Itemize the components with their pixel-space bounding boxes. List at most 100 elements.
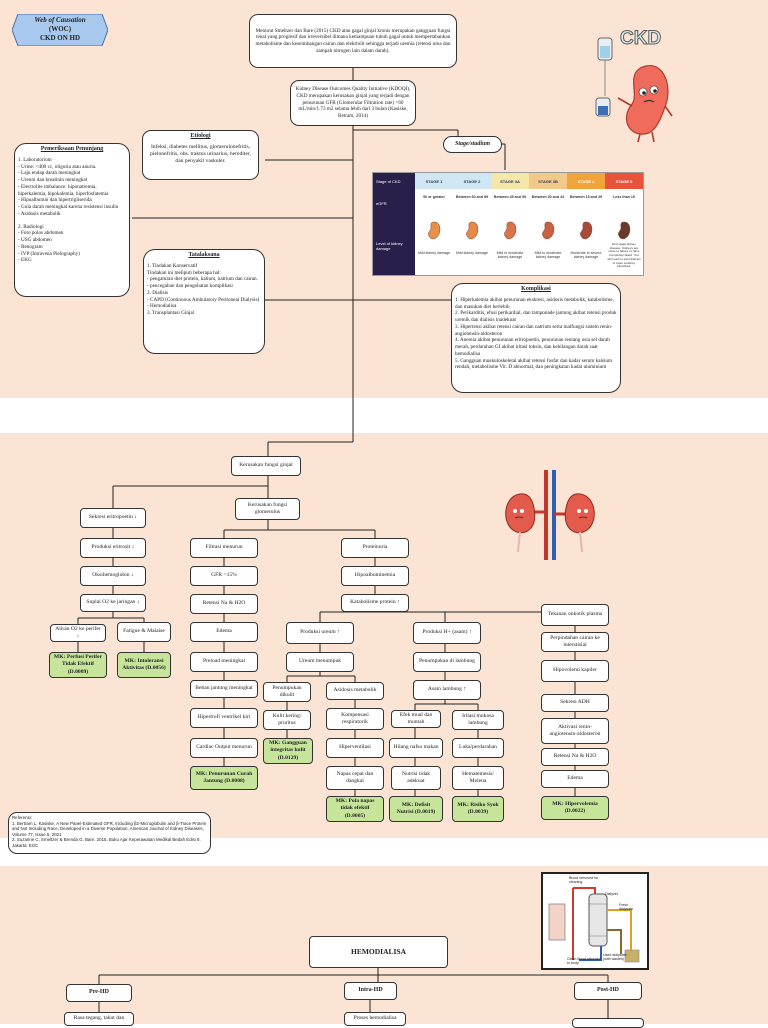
flow-iritasi: Iritasi mukosa lambung [452,710,504,730]
mk-integritas-kulit: MK: Gangguan integritas kulit (D.0129) [263,738,313,764]
flow-edema: Edema [190,622,258,642]
kidneys-vessels-icon [505,470,595,560]
ckd-mascot: CKD [592,26,678,144]
flow-produksi-eritrosit: Produksi eritrosit ↓ [80,538,146,558]
flow-retensi-na: Retensi Na & H2O [190,594,258,614]
stage-damage: End stage kidney disease. Kidneys are cl… [607,242,641,269]
flow-asam-lambung: Asam lambung ↑ [413,680,481,700]
list-item: 1. Bertram L. Kasiske, A New Panel-Estim… [12,820,207,837]
list-item: - Asidosis metabolik [18,210,61,217]
flow-efek-mual: Efek mual dan muntah [391,710,441,728]
stage-header: STAGE 1 [415,173,453,189]
list-item: - Electrolite imbalance: hiponatremia, h… [18,183,109,197]
post-hd-box: Post-HD [574,982,642,1000]
pemeriksaan-box: Pemeriksaan Penunjang 1. Laboratorium- U… [14,143,130,297]
kidney-stage-icon [542,221,555,240]
stage-egfr: Between 60 and 89 [455,195,489,199]
list-item: - Hemodialisa [147,303,177,310]
machine-label-used-dialysate: Used dialysate (with wastes) [603,953,627,961]
post-hd-item [572,1018,644,1028]
flow-filtrasi: Filtrasi menurun [190,538,258,558]
machine-label-fresh-dialysate: Fresh dialysate [619,903,634,911]
stage-header: STAGE 3B [529,173,567,189]
flow-preload: Preload meningkat [190,652,258,672]
flow-beban-jantung: Beban jantung meningkat [190,680,258,698]
kdoqi-box: Kidney Disease Outcomes Quality Initiati… [290,80,416,126]
list-item: - pengaturan diet protein, kalium, natri… [147,276,258,283]
etiologi-text: Infeksi, diabetes mellitus, glomerulonef… [150,143,251,165]
flow-sekresi-eritropoetin: Sekresi eritropoetin ↓ [80,508,146,528]
flow-proteinuria: Proteinuria [341,538,409,558]
list-item: - Hipoalbumin dan hipertrigliserida [18,197,92,204]
kidney-stage-icon [580,221,593,240]
flow-hilang-nafsu: Hilang nafsu makan [389,738,443,758]
list-item: 1. Tindakan Konservatif [147,262,198,269]
mk-curah-jantung: MK: Penurunan Curah Jantung (D.0008) [190,766,258,790]
flow-penumpukan-lambung: Penumpukan di lambung [413,652,481,672]
flow-retensi-na-2: Retensi Na & H2O [541,748,609,766]
flow-luka: Luka/perdarahan [452,738,504,758]
list-item: - Foto polos abdomen [18,230,64,237]
list-item: - Ureum dan kreatinin meningkat [18,177,88,184]
list-item: - USG abdomen [18,237,52,244]
machine-label-blood-removed: Blood removed for cleaning [569,876,599,884]
referensi-box: Referensi: 1. Bertram L. Kasiske, A New … [8,812,211,854]
flow-suplai-o2: Suplai O2 ke jaringan ↓ [80,594,146,612]
machine-label-dialyzer: Dialyzer [605,892,618,896]
definition-box: Menurut Smeltzer dan Bare (2015) CKD ata… [249,14,457,68]
stage-damage: Mild kidney damage [456,251,488,255]
kidney-character-icon [595,37,673,143]
hemodialysis-machine-illustration: Blood removed for cleaning Dialyzer Fres… [541,872,649,970]
stage-egfr: Between 15 and 29 [569,195,603,199]
mk-pola-napas: MK: Pola napas tidak efektif (D.0005) [326,796,384,822]
pre-hd-box: Pre-HD [66,984,132,1002]
list-item: - Urine: <400 cc, oliguria atau anuria. [18,163,97,170]
ckd-stage-table: Stage of CKD eGFR Level of kidney damage… [372,172,644,276]
flow-produksi-h: Produksi H+ (asam) ↑ [413,622,481,644]
flow-hipoalbuminemia: Hipoalbuminemia [341,566,409,586]
stage-egfr: Between 45 and 59 [493,195,527,199]
komplikasi-title: Komplikasi [521,286,551,292]
flow-penumpukan-kulit: Penumpukan dikulit [263,682,311,702]
flow-hipertrofi: Hipertrofi ventrikel kiri [190,708,258,728]
stage-egfr: Less than 15 [613,195,635,199]
tatalaksana-title: Tatalaksana [188,252,220,258]
woc-topic: CKD ON HD [39,34,81,43]
mk-hipervolemia: MK: Hipervolemia (D.0022) [541,796,609,820]
flow-sekresi-adh: Sekresi ADH [541,694,609,712]
woc-badge-shape [12,14,108,46]
flow-kulit-kering: Kulit kering/ pruritus [263,710,311,730]
flow-napas-cepat: Napas cepat dan dangkal [326,766,384,790]
list-item: 2. Radiologi [18,223,44,230]
woc-title: Web of Causation [34,16,86,24]
list-item: - CAPD (Continuous Ambulatory Peritoneal… [147,296,260,303]
kidney-stage-icon [466,221,479,240]
flow-perpindahan: Perpindahan cairan ke interstisial [541,632,609,652]
list-item: - Renogram [18,243,43,250]
list-item: Tindakan ini meliputi beberapa hal: [147,269,221,276]
stage-damage: Mild to moderate kidney damage [496,251,524,260]
kidney-stage-icon [504,221,517,240]
flow-hiperventilasi: Hiperventilasi [326,738,384,758]
flow-aktivasi-raa: Aktivasi renin-angiotensin-aldosteron [541,718,609,744]
pemeriksaan-title: Pemeriksaan Penunjang [40,146,104,152]
flow-edema-2: Edema [541,770,609,788]
egfr-row-label: eGFR [373,189,415,217]
flow-kompensasi: Kompensasi respiratorik [326,708,384,730]
ckd-label: CKD [619,28,662,50]
woc-subtitle: (WOC) [48,25,72,34]
stage-egfr: Between 30 and 44 [531,195,565,199]
flow-hematemesis: Hematemesis/ Melena [452,766,504,790]
pemeriksaan-list: 1. Laboratorium- Urine: <400 cc, oliguri… [18,157,126,264]
kidney-stage-icon [618,221,631,240]
list-item: 3. Hipertensi akibat retensi cairan dan … [455,323,613,337]
flow-cardiac-output: Cardiac Output menurun [190,738,258,758]
mk-perfusi-perifer: MK: Perfusi Perifer Tidak Efektif (D.000… [49,652,107,678]
list-item: - Gula darah meningkat karena resistensi… [18,204,119,211]
etiologi-title: Etiologi [190,133,211,139]
stage-egfr: 90 or greater [423,195,445,199]
list-item: - pencegahan dan pengobatan komplikasi [147,283,233,290]
stage-damage: Moderate to severe kidney damage [570,251,602,260]
